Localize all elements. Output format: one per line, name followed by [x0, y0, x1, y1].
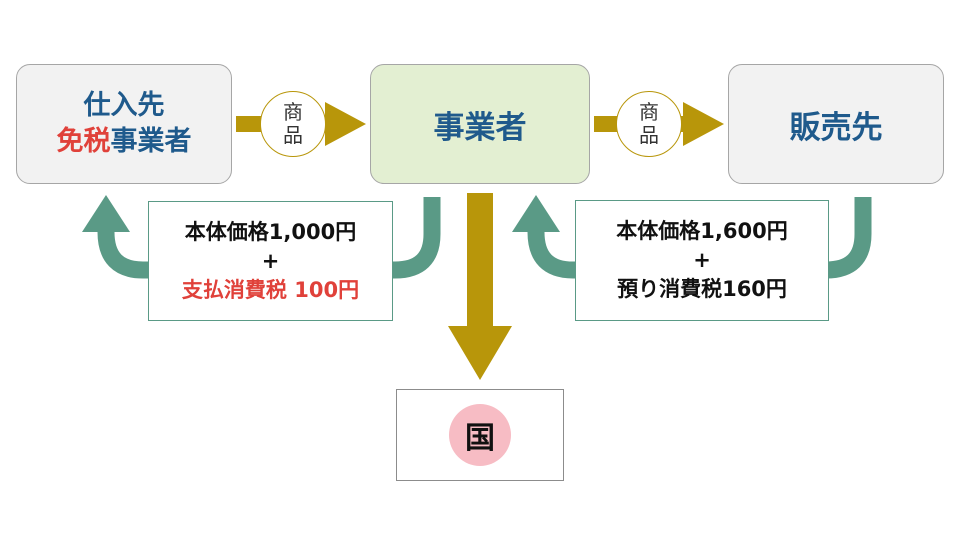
goods-badge-right: 商 品 — [616, 91, 682, 157]
supplier-subtitle: 免税事業者 — [57, 124, 192, 160]
plus-sign: + — [261, 248, 280, 273]
payment-box-left: 本体価格1,000円 + 支払消費税 100円 — [148, 201, 393, 321]
paid-tax-label: 支払消費税 100円 — [181, 277, 360, 302]
goods-char-top: 商 — [639, 100, 659, 124]
tax-exempt-label: 免税 — [56, 126, 111, 157]
goods-char-bottom: 品 — [639, 123, 659, 147]
plus-sign: + — [693, 248, 711, 272]
payment-arrow-left — [97, 197, 441, 279]
goods-char-top: 商 — [283, 100, 303, 124]
payment-arrowhead-left — [82, 195, 130, 232]
payment-box-right: 本体価格1,600円 + 預り消費税160円 — [575, 200, 829, 321]
supplier-business-label: 事業者 — [110, 126, 192, 157]
base-price-label: 本体価格1,600円 — [616, 219, 788, 243]
received-tax-label: 預り消費税160円 — [617, 277, 787, 301]
supplier-box: 仕入先 免税事業者 — [16, 64, 232, 184]
country-box: 国 — [396, 389, 564, 481]
goods-char-bottom: 品 — [283, 123, 303, 147]
business-box: 事業者 — [370, 64, 590, 184]
country-label: 国 — [465, 421, 495, 456]
payment-arrowhead-right — [512, 195, 560, 232]
business-label: 事業者 — [433, 109, 527, 146]
buyer-box: 販売先 — [728, 64, 944, 184]
base-price-label: 本体価格1,000円 — [184, 219, 357, 244]
country-badge: 国 — [449, 404, 511, 466]
goods-badge-left: 商 品 — [260, 91, 326, 157]
tax-arrow-down — [448, 193, 512, 380]
supplier-label: 仕入先 — [83, 90, 165, 121]
buyer-label: 販売先 — [789, 109, 883, 146]
